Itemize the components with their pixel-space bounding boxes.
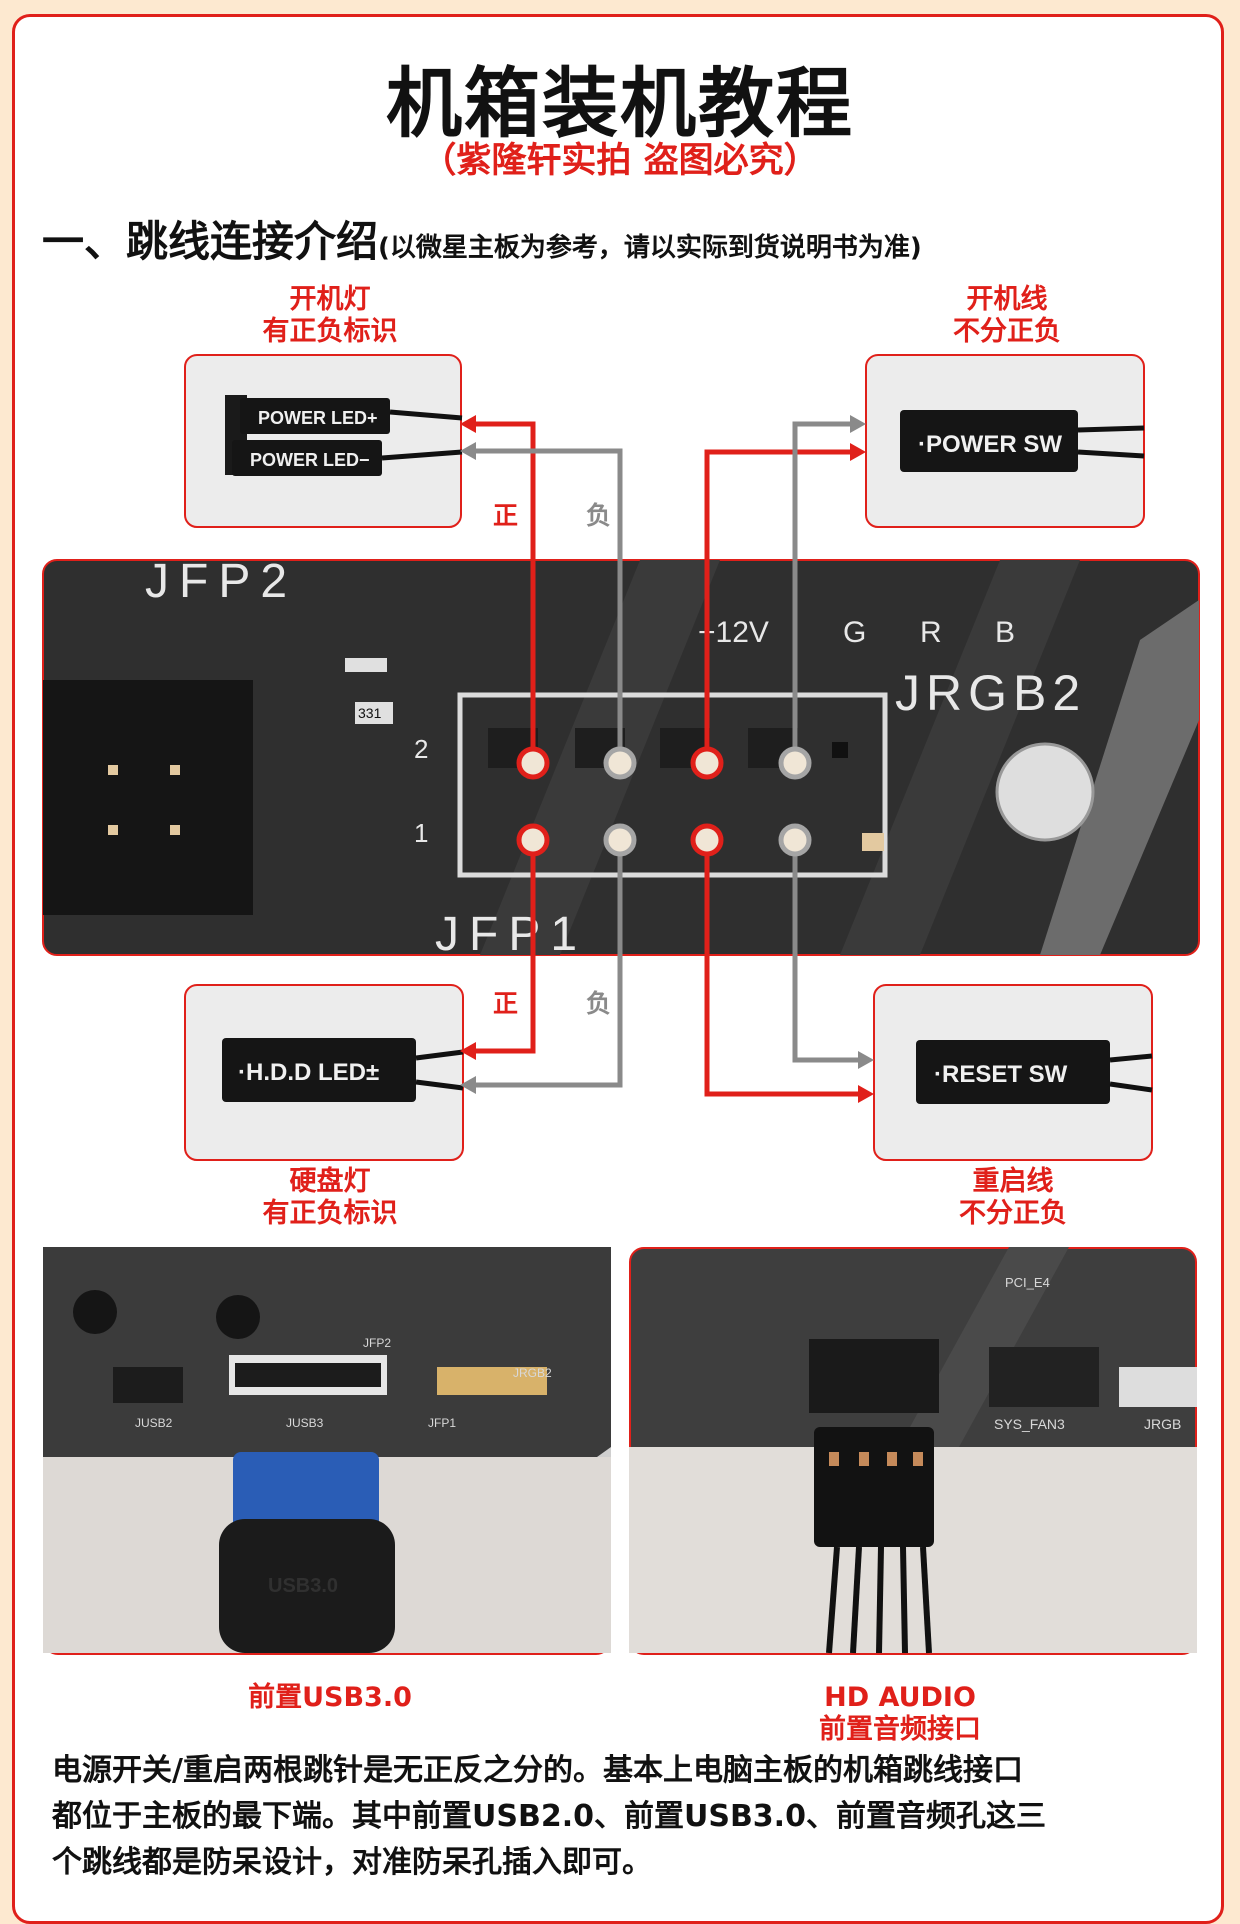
section-heading: 一、跳线连接介绍(以微星主板为参考，请以实际到货说明书为准) (42, 208, 922, 269)
usb-board-label-jrgb2: JRGB2 (513, 1366, 552, 1380)
page-title: 机箱装机教程 (386, 59, 854, 148)
audio-board-label-pcie4: PCI_E4 (1005, 1275, 1050, 1290)
resistor-label: 331 (358, 705, 382, 721)
rgb-pin-g: G (843, 616, 866, 649)
rgb-pin-r: R (920, 616, 942, 649)
usb-board-label-jusb3: JUSB3 (286, 1416, 324, 1430)
power-led-caption-line1: 开机灯 (289, 284, 371, 315)
power-sw-caption-line2: 不分正负 (953, 316, 1061, 347)
audio-caption-line1: HD AUDIO (824, 1682, 976, 1713)
wire-arrowheads (460, 415, 874, 1103)
reset-sw-plug-text: ·RESET SW (934, 1061, 1068, 1088)
power-led-photo: POWER LED+ POWER LED− (184, 354, 463, 528)
usb-board-label-jusb2: JUSB2 (135, 1416, 173, 1430)
rgb-pin-12v: +12V (698, 616, 769, 649)
hdd-led-caption-line1: 硬盘灯 (289, 1166, 371, 1197)
hdd-led-caption: 硬盘灯 有正负标识 (225, 1166, 435, 1230)
reset-sw-caption: 重启线 不分正负 (908, 1166, 1118, 1230)
negative-label-bottom: 负 (586, 989, 612, 1018)
power-led-caption: 开机灯 有正负标识 (225, 284, 435, 348)
hdd-led-photo: ·H.D.D LED± (184, 984, 464, 1161)
wire-lines (470, 421, 862, 1097)
power-led-minus-text: POWER LED− (250, 450, 370, 470)
jrgb2-label: JRGB2 (895, 665, 1086, 721)
wire-power-led-minus (470, 448, 623, 763)
pin-row-1-label: 1 (414, 818, 428, 848)
usb-board-label-jfp1: JFP1 (428, 1416, 456, 1430)
paragraph-line-3: 个跳线都是防呆设计，对准防呆孔插入即可。 (52, 1845, 652, 1880)
section-title: 一、跳线连接介绍 (42, 217, 379, 266)
wire-power-sw-a (704, 449, 855, 763)
wire-power-sw-b (792, 421, 855, 763)
power-sw-photo: ·POWER SW (865, 354, 1145, 528)
usb-photo: USB3.0 JUSB2 JUSB3 JFP1 JFP2 JRGB2 (43, 1247, 611, 1655)
pin-markers (516, 746, 812, 857)
power-sw-caption-line1: 开机线 (966, 284, 1048, 315)
audio-board-label-sysfan3: SYS_FAN3 (994, 1416, 1065, 1432)
hdd-led-plug-text: ·H.D.D LED± (238, 1059, 379, 1086)
wire-hdd-led-plus (470, 840, 536, 1054)
usb3-caption: 前置USB3.0 (248, 1682, 412, 1713)
hdd-led-caption-line2: 有正负标识 (262, 1198, 398, 1229)
wire-reset-sw-a (704, 840, 862, 1097)
negative-label-top: 负 (586, 501, 612, 530)
power-sw-caption: 开机线 不分正负 (902, 284, 1112, 348)
positive-label-bottom: 正 (493, 989, 519, 1018)
audio-photo: PCI_E4 SYS_FAN3 JRGB (629, 1247, 1197, 1655)
reset-sw-caption-line1: 重启线 (972, 1166, 1054, 1197)
paragraph-line-1: 电源开关/重启两根跳针是无正反之分的。基本上电脑主板的机箱跳线接口 (52, 1753, 1023, 1788)
section-note: (以微星主板为参考，请以实际到货说明书为准) (378, 233, 922, 263)
wire-reset-sw-b (792, 840, 862, 1063)
reset-sw-photo: ·RESET SW (873, 984, 1153, 1161)
explanation-paragraph: 电源开关/重启两根跳针是无正反之分的。基本上电脑主板的机箱跳线接口 都位于主板的… (52, 1748, 1192, 1886)
power-led-caption-line2: 有正负标识 (262, 316, 398, 347)
wire-power-led-plus (470, 421, 536, 763)
jfp2-label: JFP2 (145, 555, 297, 608)
wire-hdd-led-minus (470, 840, 623, 1088)
power-sw-plug-text: ·POWER SW (918, 431, 1062, 458)
power-led-plus-text: POWER LED+ (258, 408, 378, 428)
audio-caption: HD AUDIO 前置音频接口 (760, 1682, 1040, 1746)
usb3-plug-text: USB3.0 (268, 1575, 338, 1597)
rgb-pin-b: B (995, 616, 1015, 649)
audio-caption-line2: 前置音频接口 (819, 1714, 981, 1745)
paragraph-line-2: 都位于主板的最下端。其中前置USB2.0、前置USB3.0、前置音频孔这三 (52, 1799, 1046, 1834)
positive-label-top: 正 (493, 501, 519, 530)
reset-sw-caption-line2: 不分正负 (959, 1198, 1067, 1229)
pin-row-2-label: 2 (414, 734, 428, 764)
audio-board-label-jrgb: JRGB (1144, 1416, 1181, 1432)
usb-board-label-jfp2: JFP2 (363, 1336, 391, 1350)
jfp1-label: JFP1 (435, 908, 587, 961)
page-subtitle: （紫隆轩实拍 盗图必究） (421, 141, 819, 181)
